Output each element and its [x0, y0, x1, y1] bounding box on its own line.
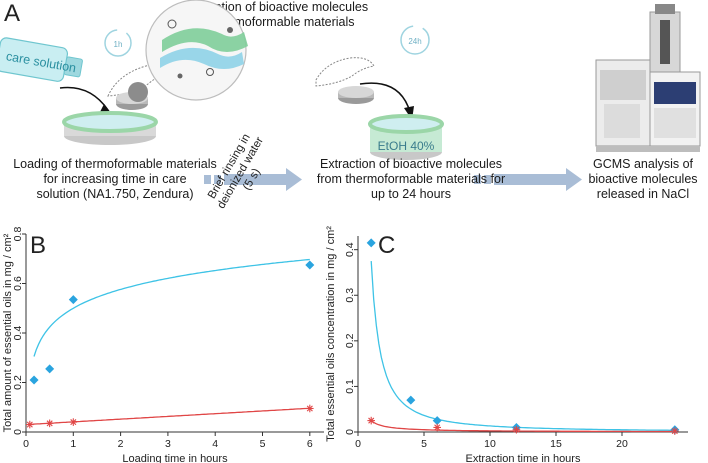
y-tick-label: 0 — [344, 429, 356, 435]
fit-curve — [33, 258, 310, 357]
panel-c-letter: C — [378, 232, 396, 259]
x-tick-label: 15 — [550, 438, 562, 450]
timer-1h-icon: 1h — [104, 29, 132, 57]
data-point-star — [69, 418, 78, 426]
data-point-diamond — [432, 416, 442, 426]
x-tick-label: 20 — [616, 438, 628, 450]
data-point-star — [433, 423, 441, 432]
y-axis-label: Total amount of essential oils in mg / c… — [2, 233, 14, 432]
x-tick-label: 3 — [165, 438, 171, 450]
petri-dish-left-icon — [62, 111, 158, 145]
x-tick-label: 1 — [70, 438, 76, 450]
x-tick-label: 4 — [212, 438, 218, 450]
y-tick-label: 0 — [12, 429, 24, 435]
step3-caption: GCMS analysis of bioactive molecules rel… — [588, 157, 698, 201]
data-point-star — [671, 427, 679, 435]
step1-caption: Loading of thermoformable materials for … — [13, 157, 217, 201]
data-point-star — [367, 416, 375, 425]
data-point-diamond — [45, 364, 55, 374]
panel-a-letter: A — [4, 0, 21, 27]
y-tick-label: 0.3 — [344, 288, 356, 303]
sample-disc-icon — [116, 82, 148, 110]
y-tick-label: 0.8 — [12, 227, 24, 242]
x-axis-label: Extraction time in hours — [466, 453, 581, 463]
x-axis-label: Loading time in hours — [122, 453, 228, 463]
y-axis-label: Total essential oils concentration in mg… — [325, 226, 337, 442]
analysis-arrow — [474, 168, 582, 191]
care-solution-bottle-icon — [0, 37, 83, 82]
data-point-star — [306, 404, 314, 413]
aligner-middle-icon — [315, 57, 375, 87]
data-point-star — [45, 419, 54, 428]
x-tick-label: 6 — [307, 438, 313, 450]
x-tick-label: 5 — [260, 438, 266, 450]
x-tick-label: 5 — [421, 438, 427, 450]
beaker-label: EtOH 40% — [378, 139, 435, 153]
svg-text:1h: 1h — [114, 40, 123, 49]
x-tick-label: 0 — [355, 438, 361, 450]
y-tick-label: 0.6 — [12, 276, 24, 291]
data-point-star — [512, 425, 521, 434]
magnifier-icon — [145, 0, 248, 101]
gcms-instrument-icon — [595, 4, 701, 152]
y-tick-label: 0.2 — [344, 333, 356, 348]
data-point-diamond — [305, 260, 315, 270]
timer-24h-icon: 24h — [400, 25, 430, 55]
y-tick-label: 0.1 — [344, 379, 356, 394]
schematic: care solution 1h Brief rinsing indeioniz… — [0, 0, 701, 211]
panel-b-letter: B — [30, 232, 47, 259]
x-tick-label: 10 — [484, 438, 496, 450]
step2-caption: Extraction of bioactive molecules from t… — [316, 157, 506, 201]
x-tick-label: 2 — [118, 438, 124, 450]
rinse-arrow — [204, 168, 302, 191]
fit-curve — [370, 420, 675, 433]
data-point-diamond — [29, 375, 39, 385]
data-point-diamond — [406, 395, 416, 405]
svg-text:24h: 24h — [408, 37, 421, 46]
data-point-diamond — [68, 295, 78, 305]
data-point-diamond — [366, 238, 376, 248]
y-tick-label: 0.4 — [12, 326, 24, 341]
y-tick-label: 0.4 — [344, 242, 356, 257]
fit-curve — [370, 261, 675, 431]
x-tick-label: 0 — [23, 438, 29, 450]
data-point-star — [25, 420, 34, 429]
sample-disc-middle-icon — [338, 86, 374, 104]
beaker-icon — [368, 114, 444, 160]
y-tick-label: 0.2 — [12, 375, 24, 390]
